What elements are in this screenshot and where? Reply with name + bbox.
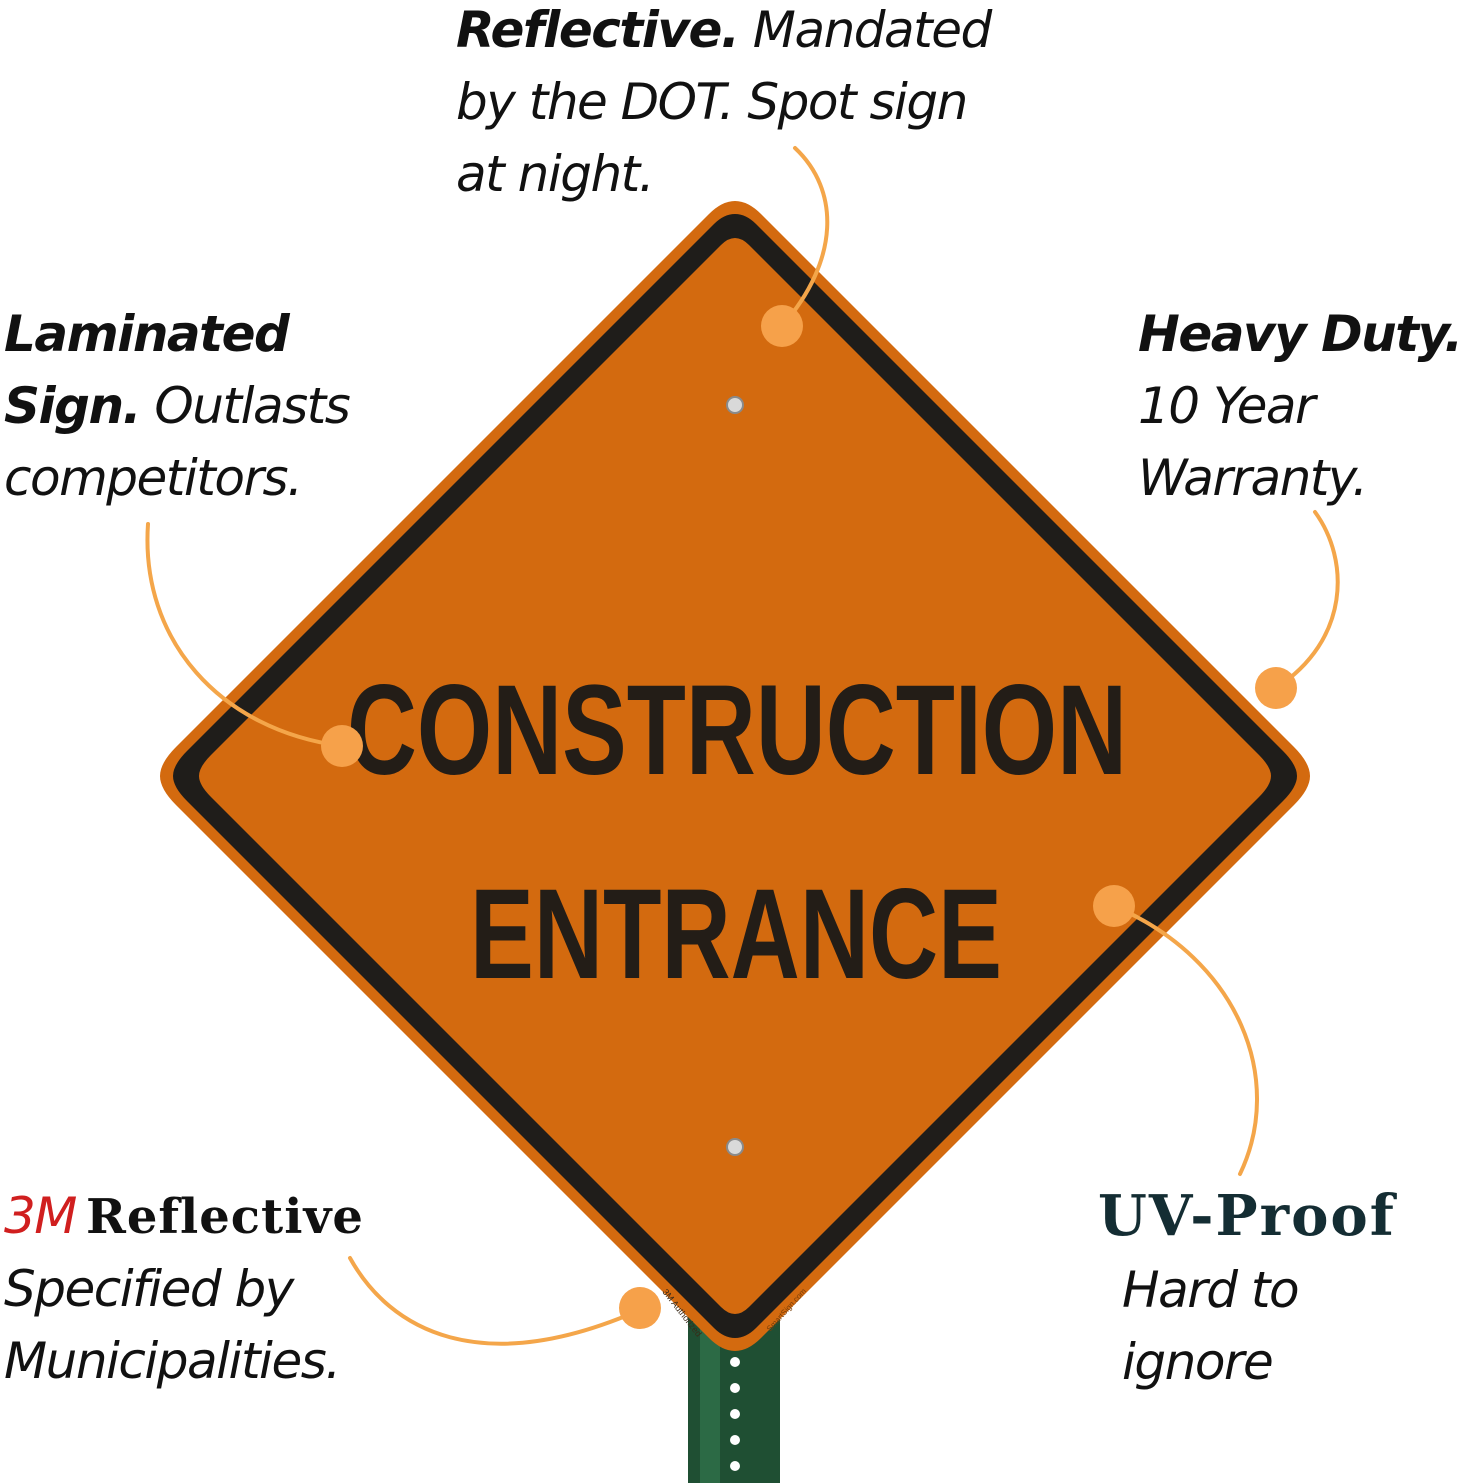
callout-reflective-line3: at night. bbox=[456, 145, 655, 203]
callout-reflective-line2: by the DOT. Spot sign bbox=[456, 73, 968, 131]
brand-3m: 3M bbox=[4, 1187, 77, 1245]
callout-leaders bbox=[145, 146, 1340, 1346]
callout-laminated-line3: competitors. bbox=[4, 449, 303, 507]
callout-heavy-duty-line3: Warranty. bbox=[1138, 449, 1368, 507]
callout-heavy-duty-title: Heavy Duty. bbox=[1138, 305, 1463, 363]
callout-3m-line3: Municipalities. bbox=[4, 1332, 341, 1390]
callout-laminated-title2: Sign. bbox=[4, 377, 142, 435]
callout-laminated: Laminated Sign. Outlasts competitors. bbox=[4, 298, 351, 514]
callout-uv-line3: ignore bbox=[1122, 1333, 1274, 1391]
callout-reflective-title: Reflective. bbox=[456, 1, 740, 59]
callout-heavy-duty: Heavy Duty. 10 Year Warranty. bbox=[1138, 298, 1463, 514]
sign-line-construction: CONSTRUCTION bbox=[347, 659, 1127, 802]
callout-reflective-text: Mandated bbox=[738, 1, 992, 59]
callout-dot-bottom-right bbox=[1093, 885, 1135, 927]
callout-dots bbox=[321, 305, 1297, 1329]
callout-laminated-title: Laminated bbox=[4, 305, 290, 363]
sign-line-entrance: ENTRANCE bbox=[470, 863, 1002, 1006]
callout-dot-right bbox=[1255, 667, 1297, 709]
callout-uv-title: UV-Proof bbox=[1098, 1183, 1396, 1249]
callout-3m-title: Reflective bbox=[85, 1189, 364, 1245]
callout-3m-line2: Specified by bbox=[4, 1260, 294, 1318]
callout-dot-bottom-left bbox=[619, 1287, 661, 1329]
callout-reflective: Reflective. Mandated by the DOT. Spot si… bbox=[456, 0, 992, 210]
callout-laminated-text: Outlasts bbox=[140, 377, 350, 435]
bolt-top bbox=[726, 396, 744, 414]
callout-dot-left bbox=[321, 725, 363, 767]
callout-uv-proof: UV-Proof Hard to ignore bbox=[1098, 1180, 1396, 1398]
bolt-bottom bbox=[726, 1138, 744, 1156]
callout-dot-top bbox=[761, 305, 803, 347]
diamond-sign: CONSTRUCTION ENTRANCE 3M Authorized Smar… bbox=[160, 201, 1310, 1351]
callout-uv-line2: Hard to bbox=[1122, 1261, 1300, 1319]
callout-heavy-duty-line2: 10 Year bbox=[1138, 377, 1316, 435]
